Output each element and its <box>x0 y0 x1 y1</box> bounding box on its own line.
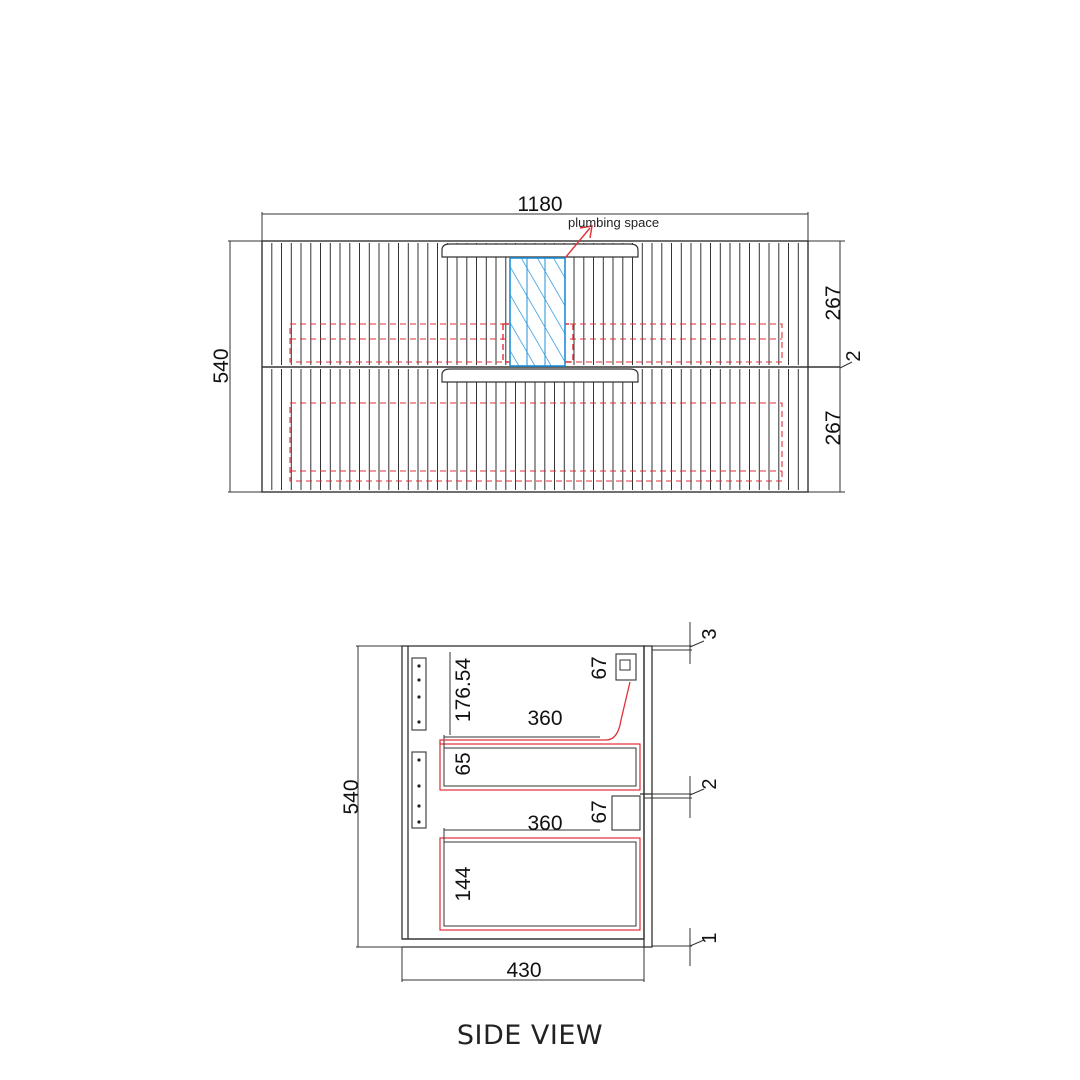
side-carcass <box>401 645 653 948</box>
upper-drawer-depth-label: 360 <box>527 707 562 730</box>
drawer-gap-label: 2 <box>843 350 865 361</box>
gap-dimensions <box>644 622 705 966</box>
plumbing-space-label: plumbing space <box>568 215 659 230</box>
lower-runner-label: 67 <box>588 800 611 823</box>
width-dimension: 1180 <box>261 193 809 242</box>
top-gap-label: 3 <box>699 628 721 639</box>
front-height-label: 540 <box>210 348 233 383</box>
top-offset-label: 176.54 <box>452 658 475 723</box>
side-height-dimension: 540 <box>340 645 402 948</box>
lower-drawer-height-label: 267 <box>822 410 845 445</box>
plumbing-space: plumbing space <box>509 215 659 367</box>
back-rails <box>411 657 427 829</box>
lower-drawer-height-label: 144 <box>452 866 475 901</box>
upper-runner-label: 67 <box>588 656 611 679</box>
side-depth-dimension: 430 <box>401 947 645 982</box>
side-depth-label: 430 <box>506 959 541 982</box>
upper-drawer-box: 360 65 176.54 67 <box>439 652 641 791</box>
fluted-slats <box>271 243 799 490</box>
side-height-label: 540 <box>340 779 363 814</box>
upper-drawer-height-label: 267 <box>822 285 845 320</box>
upper-handle-recess <box>441 243 639 258</box>
lower-handle-recess <box>441 368 639 383</box>
mid-gap-label: 2 <box>699 778 721 789</box>
front-view: 1180 540 <box>210 193 865 493</box>
drawer-height-dimensions: 267 267 2 <box>808 240 865 493</box>
side-view-caption: SIDE VIEW <box>457 1020 603 1051</box>
lower-drawer-depth-label: 360 <box>527 812 562 835</box>
width-label: 1180 <box>517 193 562 216</box>
bottom-gap-label: 1 <box>699 932 721 943</box>
side-view: 540 <box>340 622 721 1051</box>
upper-drawer-height-label: 65 <box>452 752 475 775</box>
height-dimension: 540 <box>210 240 262 493</box>
lower-drawer-box: 360 144 67 <box>439 795 641 931</box>
